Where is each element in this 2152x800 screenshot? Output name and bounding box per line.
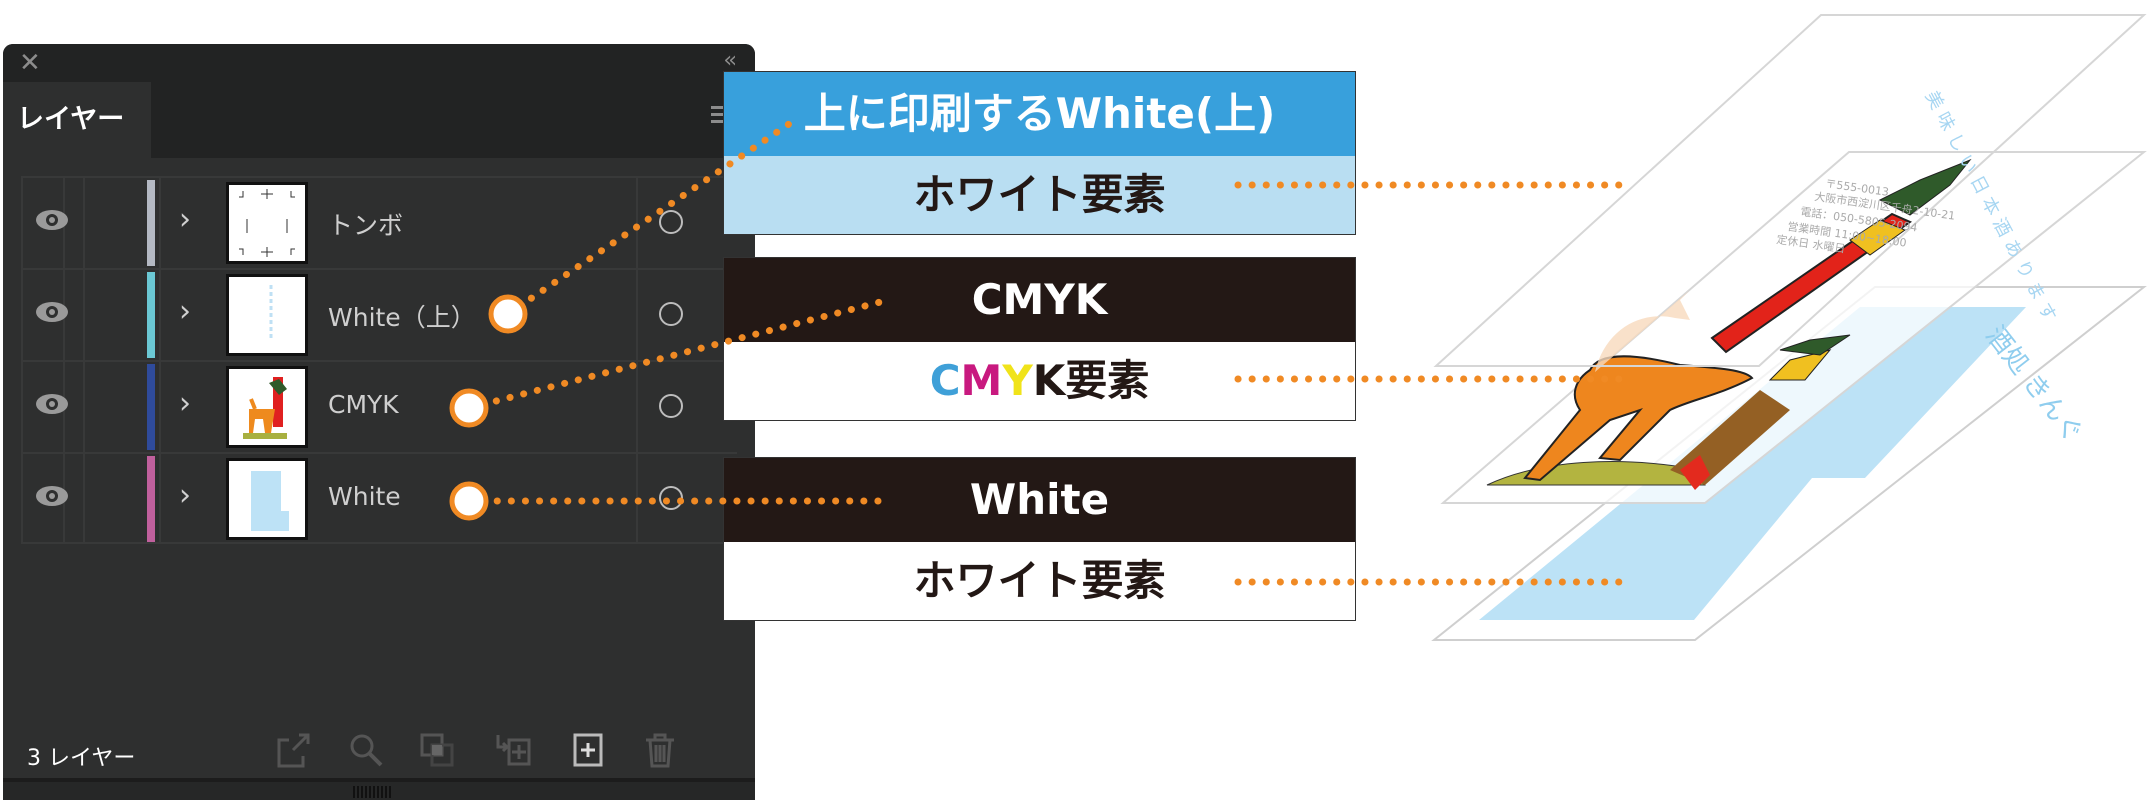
address-line: 〒555-0013 [1825,177,1890,199]
layer-row[interactable]: › トンボ [21,176,737,268]
layer-name[interactable]: CMYK [328,390,399,419]
label-body: ホワイト要素 [724,542,1355,620]
layer-name[interactable]: White [328,482,401,511]
eye-icon[interactable] [35,208,69,232]
label-suffix: 要素 [1065,356,1150,405]
clipping-mask-icon[interactable] [419,732,455,768]
letter-m: M [960,356,1003,405]
label-cmyk: CMYK CMYK要素 [723,257,1356,421]
layer-thumbnail [226,274,308,356]
label-white-top: 上に印刷するWhite(上) ホワイト要素 [723,71,1356,235]
export-icon[interactable] [275,732,311,768]
letter-c: C [929,356,961,405]
deer-artwork [1486,158,1972,490]
letter-y: Y [1002,356,1033,405]
resize-bar[interactable] [3,778,755,800]
sheet-white [1431,286,2147,641]
layer-name[interactable]: White（上） [328,303,476,332]
target-circle-icon[interactable] [659,394,683,418]
address-line: 大阪市西淀川区千舟2-10-21 [1814,189,1957,223]
layer-count: 3 レイヤー [27,746,136,771]
layer-color-swatch [147,272,155,358]
layer-color-swatch [147,364,155,450]
label-header: CMYK [724,258,1355,342]
label-header: 上に印刷するWhite(上) [724,72,1355,156]
panel-titlebar[interactable]: ✕ ‹‹ [3,44,755,82]
address-line: 定休日 水曜日 [1776,232,1847,256]
layer-list: › トンボ › White（上） › CMYK [21,176,737,544]
layer-name[interactable]: トンボ [328,211,404,240]
resize-grip-icon[interactable] [353,786,393,798]
new-layer-icon[interactable] [570,732,606,768]
tab-bar: レイヤー [3,82,755,158]
address-block: 〒555-0013 大阪市西淀川区千舟2-10-21 電話：050-5805-2… [1776,177,1957,256]
layer-thumbnail [226,182,308,264]
layers-panel: ✕ ‹‹ レイヤー › トンボ › White（上） [3,44,755,800]
chevron-right-icon[interactable]: › [179,202,191,237]
double-chevron-left-icon[interactable]: ‹‹ [723,48,736,73]
target-circle-icon[interactable] [659,302,683,326]
layer-row[interactable]: › White（上） [21,268,737,360]
new-sublayer-icon[interactable] [495,732,531,768]
layer-row[interactable]: › White [21,452,737,544]
target-circle-icon[interactable] [659,486,683,510]
tab-layers[interactable]: レイヤー [3,82,151,158]
eye-icon[interactable] [35,484,69,508]
label-body: CMYK要素 [724,342,1355,420]
target-circle-icon[interactable] [659,210,683,234]
vertical-text: 美味しい日本酒あります [1921,87,2063,330]
chevron-right-icon[interactable]: › [179,478,191,513]
label-header: White [724,458,1355,542]
address-line: 営業時間 11:00~18:00 [1787,219,1908,250]
layer-thumbnail [226,458,308,540]
sheet-cmyk [1440,151,2147,504]
layer-row[interactable]: › CMYK [21,360,737,452]
search-icon[interactable] [348,732,384,768]
letter-k: K [1032,356,1066,405]
eye-icon[interactable] [35,300,69,324]
chevron-right-icon[interactable]: › [179,386,191,421]
sheet-white-top [1433,14,2147,367]
chevron-right-icon[interactable]: › [179,294,191,329]
layer-color-swatch [147,456,155,542]
layer-thumbnail [226,366,308,448]
shop-name: 酒処 きんぐ [1979,321,2088,448]
layer-color-swatch [147,180,155,266]
label-white: White ホワイト要素 [723,457,1356,621]
white-ink-area [1479,307,2026,620]
label-body: ホワイト要素 [724,156,1355,234]
address-line: 電話：050-5805-2094 [1800,204,1919,234]
eye-icon[interactable] [35,392,69,416]
trash-icon[interactable] [642,732,678,768]
close-icon[interactable]: ✕ [19,48,41,78]
